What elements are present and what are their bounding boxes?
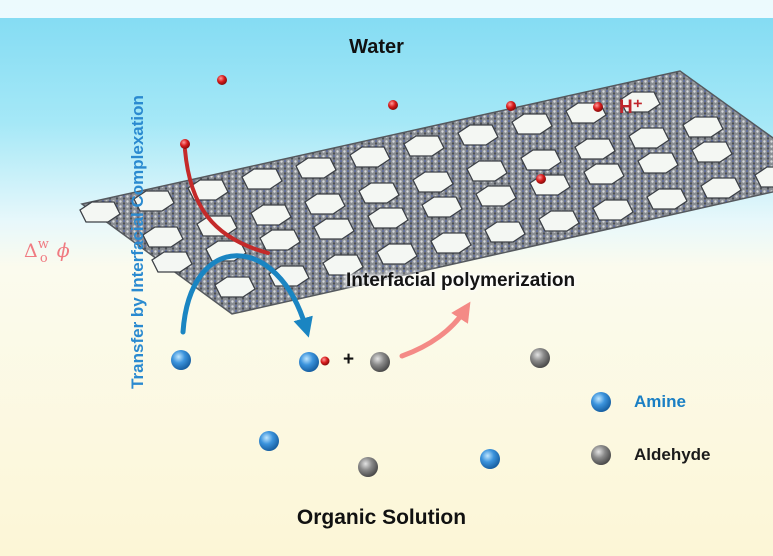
framework-pore [646, 188, 688, 210]
framework-pore [142, 226, 184, 248]
framework-pore [250, 204, 292, 226]
top-margin [0, 0, 773, 18]
legend-amine-label: Amine [634, 392, 686, 411]
framework-pore [295, 157, 337, 179]
polymerization-arrow [399, 301, 471, 359]
framework-pore [700, 177, 742, 199]
framework-pore [313, 218, 355, 240]
potential-subscript: o [39, 251, 48, 266]
framework-pore [214, 276, 256, 298]
proton-particle [388, 100, 398, 110]
framework-pore [79, 201, 121, 223]
water-phase-label: Water [349, 36, 404, 58]
framework-sheet [79, 70, 773, 315]
framework-pore [574, 138, 616, 160]
proton-particle [593, 102, 603, 112]
framework-pore [457, 124, 499, 146]
amine-particle [480, 449, 500, 469]
legend-aldehyde-label: Aldehyde [634, 445, 711, 464]
framework-pore [187, 179, 229, 201]
aldehyde-particle [530, 348, 550, 368]
proton-particle [536, 174, 546, 184]
aldehyde-particle [358, 457, 378, 477]
aldehyde-particle [370, 352, 390, 372]
framework-pore [619, 91, 661, 113]
framework-pore [583, 163, 625, 185]
framework-pore [421, 196, 463, 218]
framework-pore [259, 229, 301, 251]
framework-pore [637, 152, 679, 174]
framework-pore [466, 160, 508, 182]
framework-pore [682, 116, 724, 138]
framework-pore [430, 232, 472, 254]
framework-pore [151, 251, 193, 273]
framework-pore [367, 207, 409, 229]
framework-pore [691, 141, 733, 163]
polymerization-label: Interfacial polymerization [346, 270, 576, 291]
framework-pore [349, 146, 391, 168]
framework-pore [592, 199, 634, 221]
potential-superscript: w [37, 237, 49, 252]
potential-delta: Δ [24, 240, 38, 262]
potential-phi: ϕ [56, 240, 70, 262]
legend-aldehyde-marker [591, 445, 611, 465]
framework-pore [628, 127, 670, 149]
framework-pore [268, 265, 310, 287]
framework-pore [511, 113, 553, 135]
framework-pore [358, 182, 400, 204]
framework-pore [376, 243, 418, 265]
organic-phase-label: Organic Solution [296, 506, 467, 529]
framework-pore [538, 210, 580, 232]
amine-particle [259, 431, 279, 451]
framework-pore [484, 221, 526, 243]
proton-transfer-arrow [183, 148, 270, 255]
framework-pore [403, 135, 445, 157]
amine-particle [171, 350, 191, 370]
legend-amine-marker [591, 392, 611, 412]
framework-pore [475, 185, 517, 207]
proton-particle [217, 75, 227, 85]
framework-pore [412, 171, 454, 193]
transfer-label: Transfer by Interfacial Complexation [128, 95, 147, 389]
framework-pore [322, 254, 364, 276]
framework-pore [133, 190, 175, 212]
proton-label: H⁺ [619, 97, 643, 118]
proton-particle [506, 101, 516, 111]
plus-sign: + [343, 349, 355, 370]
amine-particle [299, 352, 319, 372]
proton-particle [320, 356, 330, 366]
framework-pore [520, 149, 562, 171]
amine-transfer-arrow [180, 253, 313, 338]
framework-pore [754, 166, 773, 188]
proton-particle [180, 139, 190, 149]
framework-pore [241, 168, 283, 190]
framework-pore [304, 193, 346, 215]
